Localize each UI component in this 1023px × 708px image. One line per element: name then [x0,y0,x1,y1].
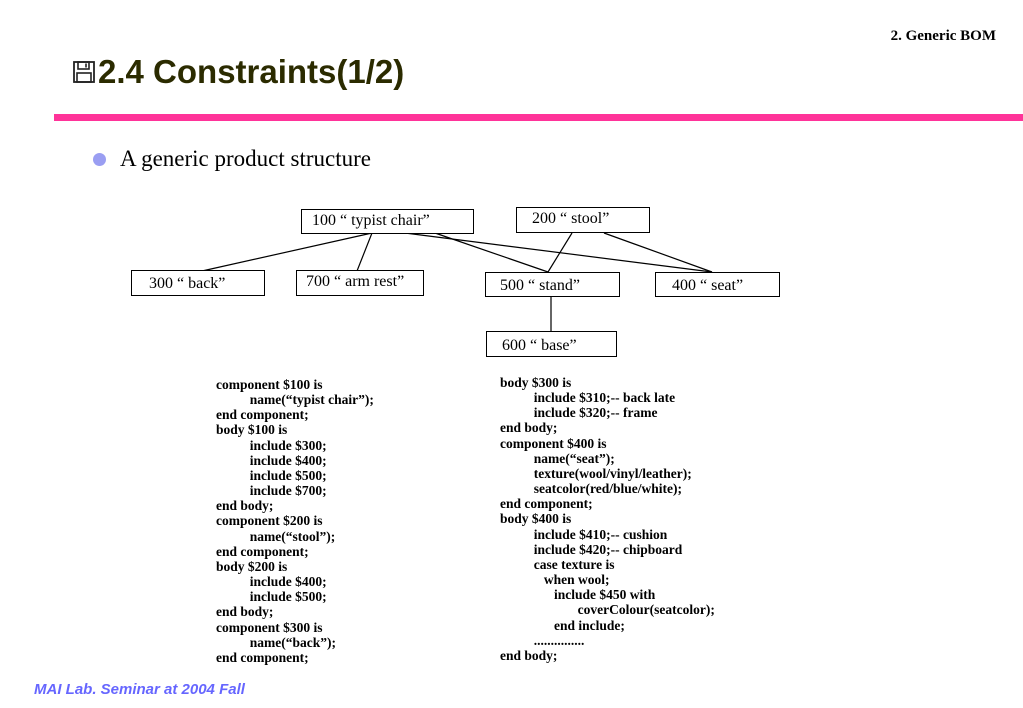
bullet-dot-icon [93,152,106,166]
footer-text: MAI Lab. Seminar at 2004 Fall [34,681,245,698]
code-line: body $200 is [216,558,288,574]
code-block-right: body $300 is include $310;-- back late i… [500,375,715,663]
code-line: include $400; [216,452,327,468]
code-line: body $300 is [500,375,572,390]
node-700-arm-rest: 700 “ arm rest” [296,270,424,296]
bullet-text: A generic product structure [120,146,371,171]
code-line: when wool; [500,572,610,588]
code-line: end component; [216,407,309,423]
code-line: texture(wool/vinyl/leather); [500,465,692,481]
code-line: include $420;-- chipboard [500,541,683,557]
code-line: component $300 is [216,619,323,635]
title-divider [54,114,1023,121]
code-line: body $400 is [500,511,572,527]
code-line: ............... [500,632,585,648]
node-100-typist-chair: 100 “ typist chair” [301,209,474,234]
code-line: coverColour(seatcolor); [500,602,715,618]
edge-100-400 [404,232,713,273]
code-line: include $400; [216,574,327,590]
node-300-back: 300 “ back” [131,270,265,296]
edge-100-300 [201,232,373,272]
code-line: include $410;-- cushion [500,526,668,542]
code-line: component $400 is [500,435,607,451]
code-line: include $500; [216,589,327,605]
code-line: end component; [216,649,309,665]
code-line: name(“stool”); [216,528,336,544]
code-line: include $700; [216,483,327,499]
code-line: include $300; [216,437,327,453]
code-block-left: component $100 is name(“typist chair”);e… [216,377,374,665]
header-section: 2. Generic BOM [890,28,996,44]
page-title: 2.4 Constraints(1/2) [98,53,405,90]
code-line: include $500; [216,467,327,483]
code-line: include $450 with [500,587,656,603]
floppy-disk-icon [73,61,95,83]
code-line: name(“back”); [216,634,336,650]
node-400-seat: 400 “ seat” [655,272,780,297]
edge-200-400 [603,232,713,273]
code-line: end body; [216,498,274,514]
code-line: body $100 is [216,422,288,438]
bullet-item: A generic product structure [93,146,371,172]
code-line: component $200 is [216,513,323,529]
code-line: component $100 is [216,377,323,392]
node-600-base: 600 “ base” [486,331,617,357]
code-line: name(“typist chair”); [216,392,374,408]
code-line: include $310;-- back late [500,390,676,406]
code-line: include $320;-- frame [500,405,658,421]
code-line: end body; [500,647,558,663]
code-line: end body; [216,604,274,620]
code-line: end body; [500,420,558,436]
node-200-stool: 200 “ stool” [516,207,650,233]
code-line: case texture is [500,556,615,572]
node-500-stand: 500 “ stand” [485,272,620,297]
code-line: seatcolor(red/blue/white); [500,481,682,497]
code-line: name(“seat”); [500,450,615,466]
code-line: end include; [500,617,625,633]
code-line: end component; [500,496,593,512]
title-row: 2.4 Constraints(1/2) [72,53,404,91]
code-line: end component; [216,543,309,559]
edge-200-500 [547,232,573,273]
edge-100-700 [356,232,373,272]
